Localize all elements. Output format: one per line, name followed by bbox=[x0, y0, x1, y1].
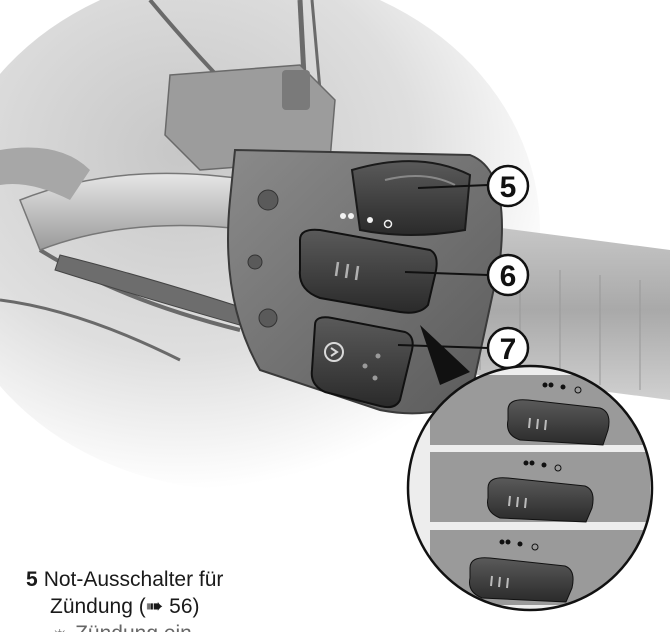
detail-position-2 bbox=[430, 452, 650, 522]
caption-line-1: 5 Not-Ausschalter für bbox=[26, 566, 326, 593]
caption-text-3: Zündung ein bbox=[75, 622, 192, 632]
caption-line-3: ☼ Zündung ein bbox=[26, 620, 326, 632]
callout-7: 7 bbox=[488, 328, 528, 368]
detail-position-3 bbox=[430, 530, 650, 605]
caption-line-2: Zündung (➠ 56) bbox=[26, 593, 326, 620]
kill-switch bbox=[352, 161, 470, 235]
callout-5: 5 bbox=[488, 166, 528, 206]
callout-6: 6 bbox=[488, 255, 528, 295]
caption: 5 Not-Ausschalter für Zündung (➠ 56) ☼ Zü… bbox=[26, 566, 326, 632]
callout-6-label: 6 bbox=[500, 260, 517, 293]
caption-text-1: Not-Ausschalter für bbox=[44, 568, 224, 591]
callout-5-label: 5 bbox=[500, 171, 517, 204]
caption-item-number: 5 bbox=[26, 568, 38, 591]
callout-7-label: 7 bbox=[500, 333, 517, 366]
ignition-on-icon: ☼ bbox=[50, 622, 75, 632]
